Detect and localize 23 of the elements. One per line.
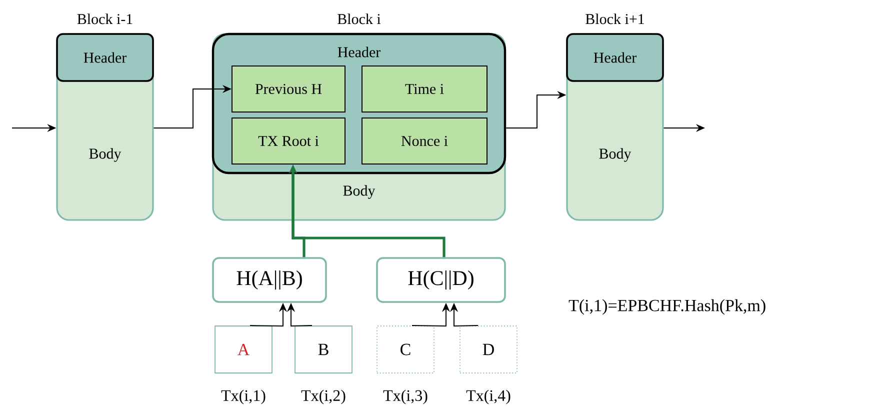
transaction-label: Tx(i,1)	[221, 390, 266, 404]
body-label: Body	[89, 148, 122, 162]
header-box: Header	[566, 33, 664, 82]
formula-label: T(i,1)=EPBCHF.Hash(Pk,m)	[568, 299, 766, 315]
transaction-label: Tx(i,3)	[383, 390, 428, 404]
block-title: Block i+1	[586, 14, 644, 24]
hash-box: H(C||D)	[376, 257, 506, 303]
field-box: Nonce i	[362, 118, 488, 164]
field-box: Time i	[362, 66, 488, 112]
field-box: TX Root i	[232, 118, 346, 164]
transaction-label: Tx(i,2)	[301, 390, 346, 404]
body-label: Body	[343, 185, 376, 199]
block-title: Block i-1	[77, 14, 132, 24]
transaction-box: A	[214, 326, 272, 374]
header-box: Header	[56, 33, 154, 82]
field-box: Previous H	[232, 66, 346, 112]
transaction-box: D	[460, 326, 518, 374]
transaction-label: Tx(i,4)	[466, 390, 510, 404]
transaction-box: C	[376, 326, 434, 374]
transaction-box: B	[294, 326, 352, 374]
body-label: Body	[599, 148, 632, 162]
block-title: Block i	[338, 14, 381, 24]
hash-box: H(A||B)	[212, 257, 327, 303]
